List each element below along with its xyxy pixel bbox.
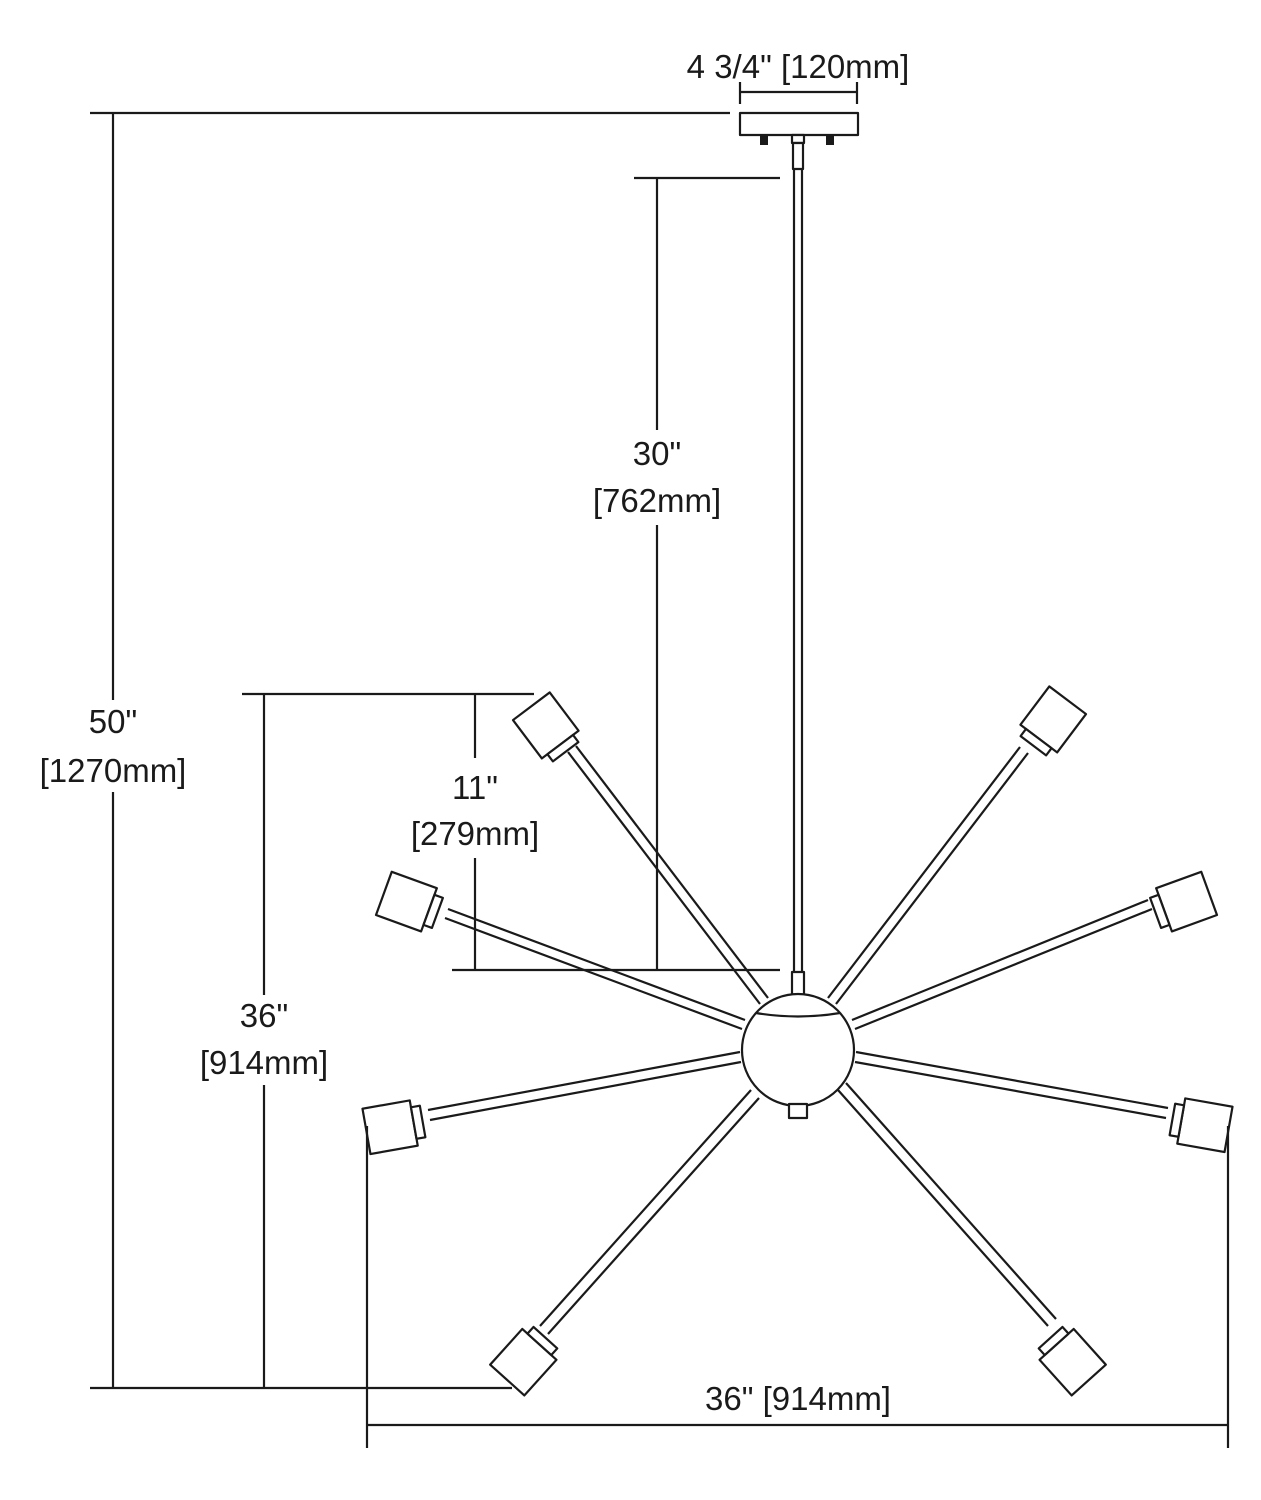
dim-overall-height-imperial: 50" (89, 703, 137, 740)
center-sphere (740, 992, 856, 1120)
dim-canopy-width-label: 4 3/4" [120mm] (687, 48, 910, 85)
dim-stem-length-imperial: 30" (633, 435, 681, 472)
dim-body-height-imperial: 36" (240, 997, 288, 1034)
dim-overall-width-label: 36" [914mm] (705, 1380, 891, 1417)
dim-upper-arm-drop: 11" [279mm] (242, 692, 539, 970)
light-sockets (361, 685, 1234, 1397)
dim-upper-arm-drop-imperial: 11" (452, 769, 498, 806)
dim-body-height: 36" [914mm] (200, 694, 328, 1388)
stem-rod (790, 169, 806, 998)
dim-overall-height: 50" [1270mm] (40, 111, 730, 1390)
dim-canopy-width: 4 3/4" [120mm] (687, 48, 910, 104)
dim-overall-width: 36" [914mm] (365, 1126, 1230, 1448)
canopy (738, 111, 860, 171)
dim-body-height-metric: [914mm] (200, 1044, 328, 1081)
dim-overall-height-metric: [1270mm] (40, 752, 187, 789)
dim-stem-length-metric: [762mm] (593, 482, 721, 519)
dim-stem-length: 30" [762mm] (452, 176, 780, 972)
dim-upper-arm-drop-metric: [279mm] (411, 815, 539, 852)
arm-rods (427, 745, 1169, 1335)
